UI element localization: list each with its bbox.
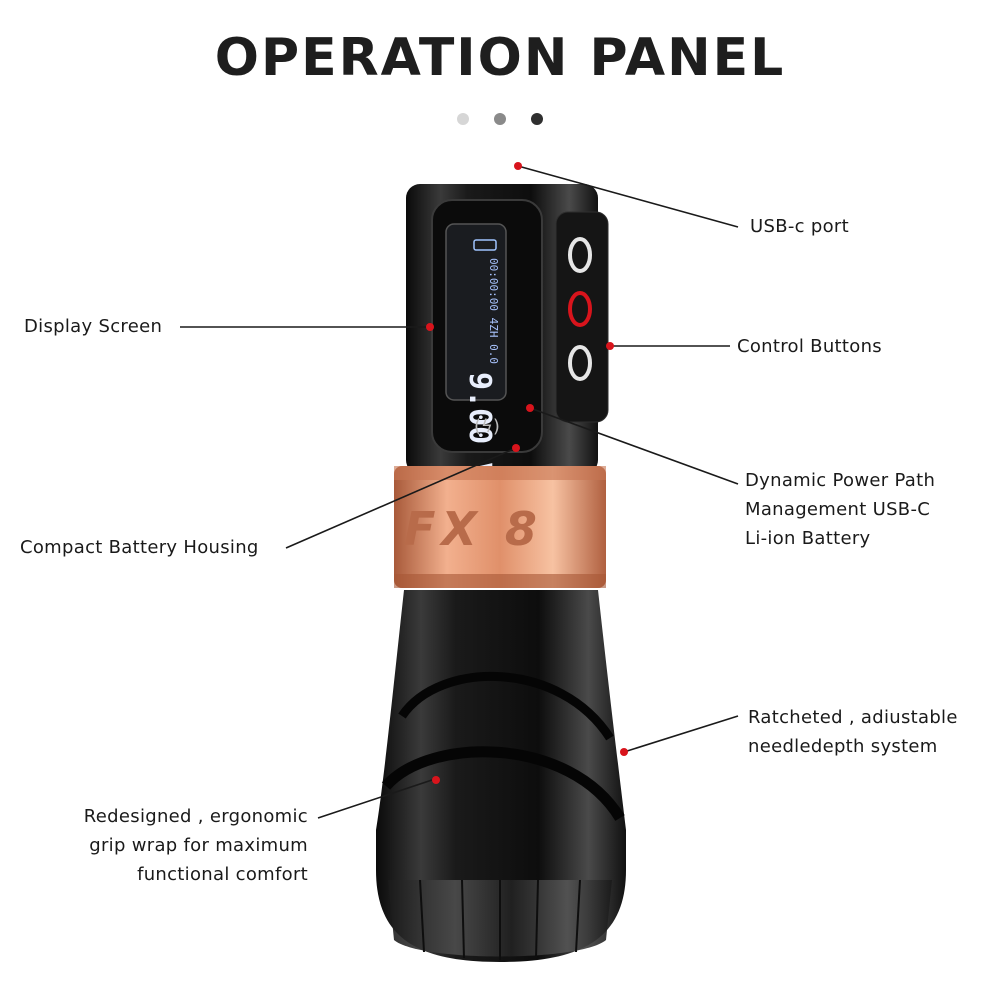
label-display-screen: Display Screen	[24, 316, 163, 337]
copper-ring	[394, 466, 606, 588]
marker-dot-buttons	[606, 342, 614, 350]
control-button-top-icon[interactable]	[568, 237, 592, 273]
control-button-bottom-icon[interactable]	[568, 345, 592, 381]
label-usb-port: USB-c port	[750, 216, 849, 237]
label-power-path: Dynamic Power Path Management USB-C Li-i…	[745, 470, 936, 549]
marker-dot-housing	[512, 444, 520, 452]
screen-info: 00:00:00 4ZH 0.0	[487, 258, 500, 364]
label-grip-wrap: Redesigned , ergonomic grip wrap for max…	[83, 806, 308, 885]
carousel-dots	[0, 110, 1000, 129]
screen-voltage: 9.00 V	[462, 372, 497, 480]
button-panel	[555, 211, 609, 423]
ring-engraving: FX 8	[404, 502, 543, 556]
carousel-dot-2[interactable]	[494, 113, 506, 125]
label-control-buttons: Control Buttons	[737, 336, 882, 357]
display-screen	[445, 223, 507, 401]
marker-dot-needle	[620, 748, 628, 756]
marker-dot-usb	[514, 162, 522, 170]
grip-band-upper	[398, 671, 614, 741]
marker-dot-power	[526, 404, 534, 412]
carousel-dot-1[interactable]	[456, 113, 469, 125]
grip-band-lower	[381, 746, 625, 821]
label-battery-housing: Compact Battery Housing	[20, 537, 259, 558]
battery-level-icon	[473, 239, 497, 251]
callout-line-needle	[623, 715, 739, 753]
carousel-dot-3[interactable]	[531, 113, 544, 125]
callout-line-housing	[285, 447, 517, 549]
callout-line-usb	[517, 165, 739, 228]
callout-line-power	[529, 407, 739, 485]
marker-dot-grip	[432, 776, 440, 784]
control-button-middle-icon[interactable]	[568, 291, 592, 327]
callout-line-grip	[317, 779, 433, 819]
label-needle-depth: Ratcheted , adiustable needledepth syste…	[748, 707, 958, 757]
wireless-charge-icon: (ϟ)	[474, 416, 500, 437]
page-title: OPERATION PANEL	[214, 28, 786, 88]
marker-dot-display	[426, 323, 434, 331]
